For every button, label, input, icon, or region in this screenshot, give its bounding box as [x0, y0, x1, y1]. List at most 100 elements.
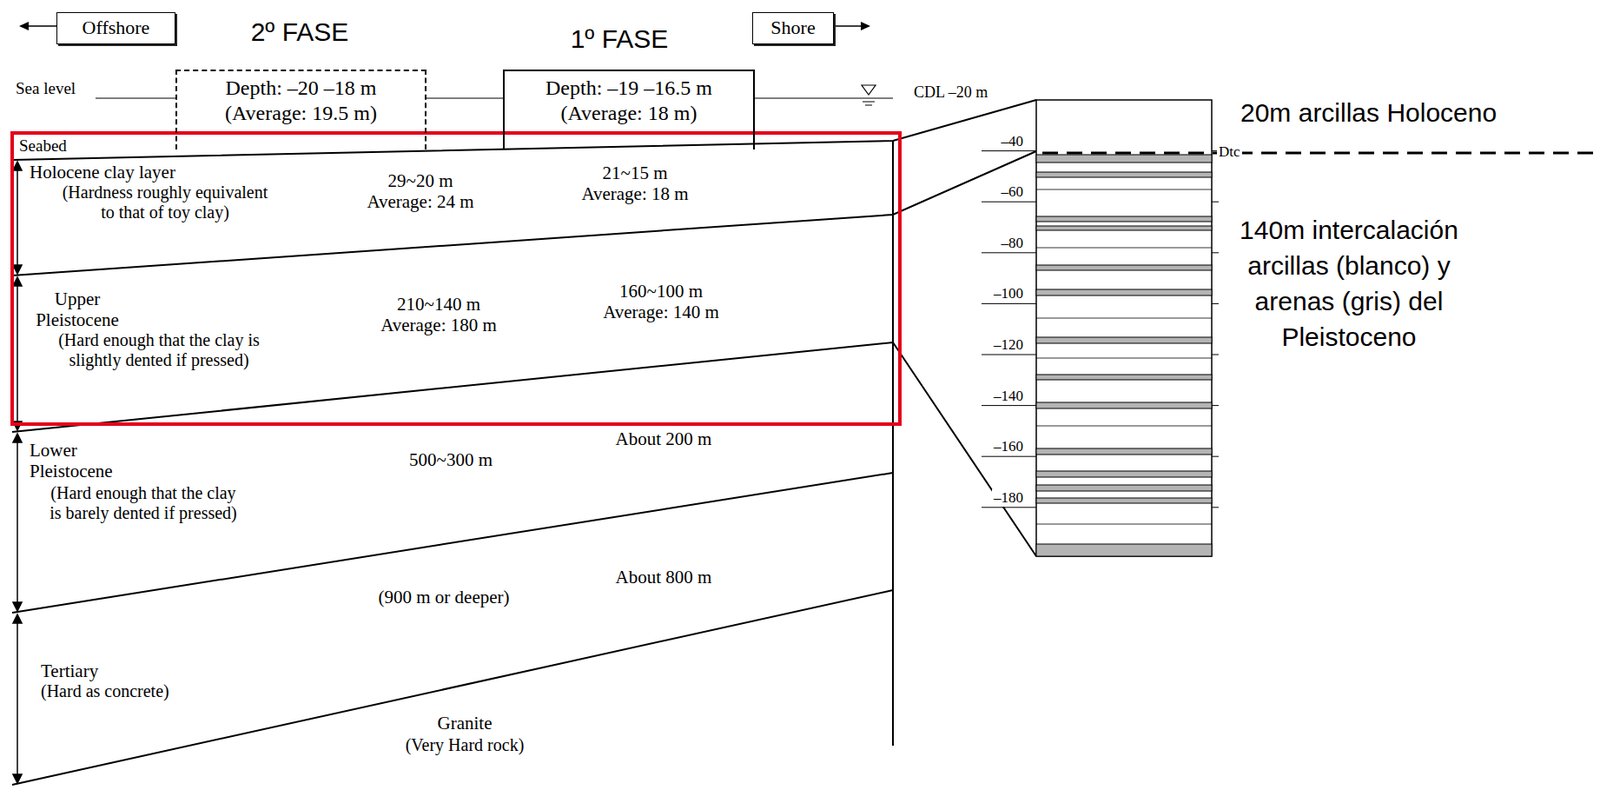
thickness-arrow	[16, 440, 19, 604]
layer-note: (Very Hard rock)	[405, 734, 525, 755]
layer-name: Granite	[437, 712, 493, 734]
sand-band	[1036, 171, 1212, 178]
depth-tick	[981, 506, 1037, 508]
sand-band	[1036, 470, 1212, 477]
sea-level-line	[754, 98, 893, 100]
clay-layer-lines	[1036, 189, 1212, 524]
box-text: Depth: –20 –18 m (Average: 19.5 m)	[205, 75, 397, 126]
arrow-head	[13, 773, 22, 783]
thickness-value: 210~140 m Average: 180 m	[374, 293, 503, 336]
thickness-value: About 800 m	[615, 566, 713, 588]
section-edge	[892, 140, 894, 746]
clay-line	[1036, 189, 1212, 191]
depth-label: –140	[991, 387, 1025, 405]
depth-tick	[981, 201, 1037, 203]
clay-line	[1036, 357, 1212, 359]
sand-band	[1036, 154, 1212, 163]
thickness-value: 21~15 m Average: 18 m	[570, 162, 700, 205]
shore-arrow-head	[860, 21, 871, 31]
shore-arrow-shaft	[832, 25, 863, 27]
water-symbol	[865, 105, 873, 106]
layer-name: Lower Pleistocene	[29, 439, 134, 482]
sand-band	[1036, 448, 1212, 455]
clay-line	[1036, 425, 1212, 427]
layer-name: Upper Pleistocene	[29, 288, 126, 331]
thickness-value: 500~300 m	[409, 449, 493, 470]
depth-label: –80	[999, 234, 1026, 252]
arrow-head	[13, 264, 22, 274]
sand-band	[1036, 216, 1212, 222]
layer-note: (Hard as concrete)	[40, 680, 170, 701]
water-symbol	[861, 85, 876, 95]
depth-tick	[981, 303, 1037, 305]
depth-tick	[1211, 404, 1219, 406]
layer-note: (Hard enough that the clay is slightly d…	[50, 330, 268, 371]
depth-label: –120	[991, 336, 1025, 354]
box-text: Offshore	[82, 16, 151, 40]
layer-name: Holocene clay layer	[29, 161, 176, 183]
offshore-arrow-head	[19, 21, 29, 31]
sand-bands	[1036, 154, 1212, 556]
dtc-dashed-line	[1042, 152, 1600, 155]
depth-label: –160	[991, 437, 1025, 456]
thickness-value: About 200 m	[615, 428, 713, 450]
depth-tick	[981, 251, 1037, 253]
layer-note: (Hardness roughly equivalent to that of …	[56, 182, 274, 223]
depth-box: Depth: –19 –16.5 m (Average: 18 m)	[502, 69, 755, 150]
layer-boundary	[12, 342, 1037, 556]
thickness-arrows	[13, 161, 22, 783]
sand-band	[1036, 402, 1212, 409]
depth-tick	[1211, 506, 1219, 508]
depth-tick	[1211, 303, 1219, 305]
sand-band	[1036, 289, 1212, 296]
water-symbol	[862, 101, 875, 103]
depth-tick	[981, 150, 1037, 152]
depth-label: –180	[991, 489, 1025, 507]
depth-label: –100	[991, 284, 1025, 303]
annotation: 20m arcillas Holoceno	[1240, 98, 1497, 129]
arrow-head	[13, 433, 22, 443]
arrow-head	[13, 161, 22, 171]
depth-tick	[981, 404, 1037, 406]
annotation: 140m intercalación arcillas (blanco) y a…	[1231, 211, 1467, 355]
thickness-arrow	[16, 284, 19, 424]
sand-band	[1036, 225, 1212, 231]
box-text: Depth: –19 –16.5 m (Average: 18 m)	[533, 75, 725, 126]
layer-boundary	[12, 589, 893, 785]
arrow-head	[13, 614, 22, 623]
clay-line	[1036, 523, 1212, 525]
sand-band	[1036, 264, 1212, 271]
level-label: Sea level	[15, 79, 76, 99]
depth-ticks	[981, 151, 1219, 508]
thickness-value: 29~20 m Average: 24 m	[356, 170, 485, 212]
thickness-value: (900 m or deeper)	[377, 586, 510, 608]
layer-name: Tertiary	[40, 660, 99, 681]
sand-band	[1036, 337, 1212, 344]
depth-tick	[981, 354, 1037, 356]
depth-tick	[1211, 354, 1219, 356]
layer-boundary	[12, 472, 893, 613]
sand-band	[1036, 374, 1212, 380]
phase-label: 1º FASE	[570, 24, 669, 55]
depth-tick	[1211, 251, 1219, 253]
seabed-line	[12, 99, 1037, 160]
box-text: Shore	[770, 16, 815, 40]
clay-line	[1036, 317, 1212, 319]
level-label: Seabed	[19, 136, 67, 156]
clay-line	[1036, 247, 1212, 249]
borehole-column	[1036, 99, 1212, 556]
arrow-head	[13, 277, 22, 286]
sea-level-line	[426, 98, 503, 100]
thickness-arrow	[16, 168, 19, 267]
highlight-frame	[12, 132, 900, 424]
depth-label: –60	[999, 183, 1026, 201]
depth-box: Depth: –20 –18 m (Average: 19.5 m)	[175, 69, 427, 150]
sea-level-line	[95, 98, 176, 100]
offshore-arrow-shaft	[26, 25, 57, 27]
layer-note: (Hard enough that the clay is barely den…	[46, 482, 240, 523]
sand-band	[1036, 484, 1212, 491]
sand-band	[1036, 497, 1212, 503]
layer-boundary	[12, 151, 1037, 276]
depth-label: –40	[999, 132, 1026, 151]
